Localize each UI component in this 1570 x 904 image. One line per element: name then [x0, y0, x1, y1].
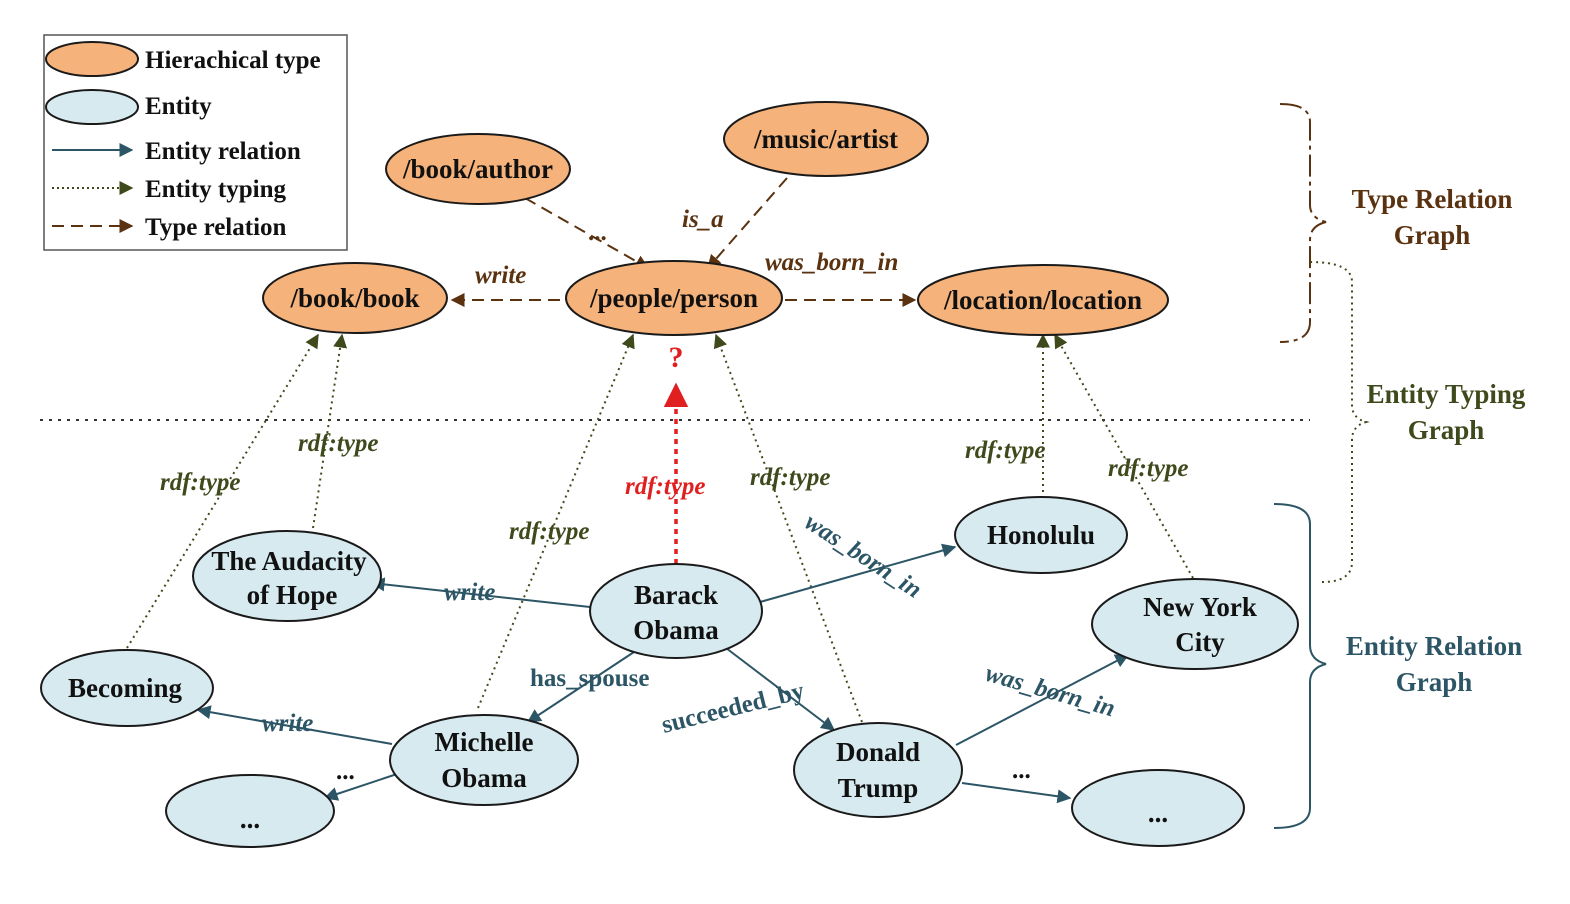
entity-node-becoming [40, 649, 214, 727]
entity-michelle-line2: Obama [441, 763, 527, 793]
label-rel-barack-write: write [444, 579, 495, 606]
edge-barack-spouse-michelle [526, 651, 635, 723]
label-type-ellipsis: ... [588, 219, 607, 246]
label-rel-succeeded-by: succeeded_by [659, 677, 808, 739]
type-node-book-book [262, 262, 448, 334]
label-typing-audacity: rdf:type [298, 430, 379, 457]
legend-type-relation-label: Type relation [145, 214, 287, 241]
label-typing-michelle: rdf:type [509, 518, 590, 545]
type-relation-edges [450, 177, 917, 307]
entity-node-barack-obama [589, 563, 763, 659]
entity-nyc-line1: New York [1143, 592, 1257, 622]
type-node-people-person-label: /people/person [589, 283, 758, 313]
label-rel-michelle-ellipsis: ... [336, 758, 355, 785]
legend-entity-relation-label: Entity relation [145, 138, 301, 165]
entity-trump-line1: Donald [836, 737, 920, 767]
type-node-book-author [385, 133, 571, 205]
type-node-location-location [917, 264, 1169, 336]
brace-entity-typing: Entity Typing Graph [1309, 261, 1526, 583]
label-typing-becoming: rdf:type [160, 469, 241, 496]
edge-barack-succeeded-trump [725, 647, 836, 731]
brace-type-relation: Type Relation Graph [1279, 103, 1513, 343]
entity-barack-line2: Obama [633, 615, 719, 645]
label-rel-trump-ellipsis: ... [1012, 757, 1031, 784]
brace-entity-relation-line2: Graph [1396, 667, 1473, 697]
entity-nodes: The Audacity of Hope Barack Obama Honolu… [40, 496, 1299, 848]
edge-barack-write-audacity [370, 577, 591, 608]
edge-barack-born-honolulu [759, 543, 957, 603]
type-node-book-book-label: /book/book [289, 283, 419, 313]
entity-becoming-label: Becoming [68, 673, 182, 703]
type-nodes: /book/author /music/artist /book/book /p… [262, 101, 1169, 336]
edge-nyc-type-location [1054, 333, 1194, 579]
type-node-location-location-label: /location/location [943, 285, 1142, 315]
label-type-is-a: is_a [682, 206, 724, 233]
label-rel-has-spouse: has_spouse [530, 665, 650, 692]
entity-node-new-york-city [1091, 578, 1299, 670]
label-typing-trump: rdf:type [750, 464, 831, 491]
entity-michelle-line1: Michelle [435, 727, 534, 757]
legend-entity-label: Entity [145, 93, 212, 120]
entity-node-audacity-of-hope [192, 530, 382, 622]
brace-type-relation-line2: Graph [1394, 220, 1471, 250]
legend: Hierachical type Entity Entity relation … [43, 34, 348, 251]
brace-entity-relation: Entity Relation Graph [1273, 503, 1522, 829]
label-rel-michelle-write: write [262, 710, 313, 737]
edge-michelle-type-person [477, 333, 635, 709]
edge-michelle-to-ellipsis [323, 772, 401, 801]
brace-type-relation-line1: Type Relation [1352, 184, 1513, 214]
type-node-book-author-label: /book/author [402, 154, 553, 184]
entity-relation-edges [196, 543, 1130, 804]
entity-honolulu-label: Honolulu [987, 520, 1095, 550]
type-node-music-artist [723, 101, 929, 177]
brace-entity-relation-line1: Entity Relation [1346, 631, 1522, 661]
edge-becoming-type-book [126, 333, 319, 649]
entity-node-ellipsis-right [1071, 769, 1245, 847]
label-typing-barack-missing: rdf:type [625, 473, 706, 500]
legend-hierarchical-type-label: Hierachical type [145, 47, 321, 74]
edge-trump-to-ellipsis [961, 782, 1072, 804]
edge-michelle-write-becoming [196, 705, 393, 745]
edge-trump-born-nyc [955, 654, 1130, 746]
label-rel-barack-born: was_born_in [800, 508, 927, 603]
label-rel-trump-born: was_born_in [982, 660, 1118, 723]
missing-type-question-mark: ? [669, 341, 684, 374]
brace-type-relation-shape [1279, 103, 1327, 343]
entity-ellipsis-right-label: ... [1148, 798, 1168, 828]
brace-entity-typing-line1: Entity Typing [1367, 379, 1526, 409]
type-node-people-person [565, 260, 783, 336]
edge-author-isa-person [524, 197, 650, 269]
label-typing-honolulu: rdf:type [965, 437, 1046, 464]
legend-type-swatch [45, 41, 139, 77]
entity-typing-labels: rdf:type rdf:type rdf:type rdf:type ? rd… [160, 341, 1189, 545]
entity-node-honolulu [954, 496, 1128, 574]
brace-entity-relation-shape [1273, 503, 1327, 829]
entity-audacity-line2: of Hope [247, 580, 338, 610]
label-type-write: write [475, 262, 526, 289]
entity-ellipsis-left-label: ... [240, 804, 260, 834]
entity-node-michelle-obama [389, 714, 579, 806]
brace-entity-typing-line2: Graph [1408, 415, 1485, 445]
entity-node-ellipsis-left [165, 774, 335, 848]
legend-entity-typing-label: Entity typing [145, 176, 287, 203]
edge-audacity-type-book [312, 333, 348, 529]
edge-artist-isa-person [707, 177, 788, 270]
type-node-music-artist-label: /music/artist [753, 124, 898, 154]
type-relation-labels: write was_born_in is_a ... [475, 206, 898, 289]
label-type-was-born-in: was_born_in [765, 249, 898, 276]
entity-node-donald-trump [793, 722, 963, 818]
entity-nyc-line2: City [1175, 627, 1225, 657]
legend-entity-swatch [45, 89, 139, 125]
entity-barack-line1: Barack [634, 580, 718, 610]
label-typing-nyc: rdf:type [1108, 455, 1189, 482]
brace-entity-typing-shape [1309, 261, 1370, 583]
entity-trump-line2: Trump [838, 773, 919, 803]
entity-audacity-line1: The Audacity [211, 546, 367, 576]
entity-typing-edges [126, 333, 1194, 723]
